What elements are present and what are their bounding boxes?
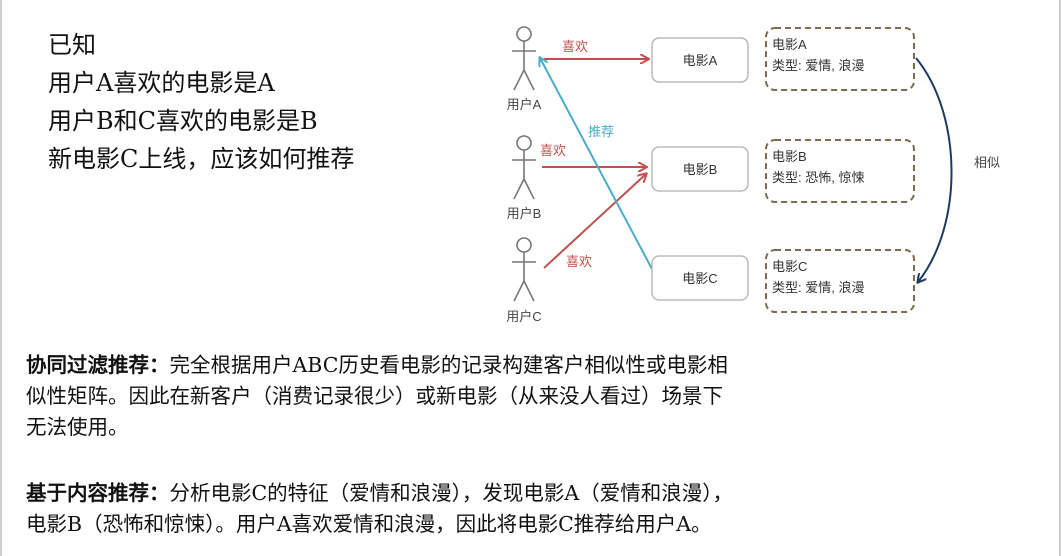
movie-c-detail-type: 类型: 爱情, 浪漫 bbox=[772, 280, 864, 295]
collaborative-filtering-paragraph: 协同过滤推荐：完全根据用户ABC历史看电影的记录构建客户相似性或电影相 似性矩阵… bbox=[26, 350, 728, 443]
cb-title: 基于内容推荐： bbox=[26, 481, 170, 505]
content-based-paragraph: 基于内容推荐：分析电影C的特征（爱情和浪漫），发现电影A（爱情和浪漫）， 电影B… bbox=[26, 478, 733, 540]
intro-line-question: 新电影C上线，应该如何推荐 bbox=[48, 145, 355, 173]
user-a-label: 用户A bbox=[507, 97, 542, 112]
movie-a-label: 电影A bbox=[683, 53, 718, 68]
like-arrow-c bbox=[543, 174, 646, 269]
cb-line-1: 基于内容推荐：分析电影C的特征（爱情和浪漫），发现电影A（爱情和浪漫）， bbox=[26, 478, 733, 509]
movie-b-detail-box bbox=[765, 139, 915, 203]
like-label-b: 喜欢 bbox=[540, 143, 566, 158]
movie-b-detail-type: 类型: 恐怖, 惊悚 bbox=[772, 170, 864, 185]
movie-c-box bbox=[651, 255, 749, 301]
like-label-a: 喜欢 bbox=[562, 39, 588, 54]
similar-label: 相似 bbox=[974, 155, 1000, 170]
intro-text: 已知 用户A喜欢的电影是A 用户B和C喜欢的电影是B 新电影C上线，应该如何推荐 bbox=[48, 26, 354, 178]
cf-line-1: 协同过滤推荐：完全根据用户ABC历史看电影的记录构建客户相似性或电影相 bbox=[26, 350, 728, 381]
cf-line-3: 无法使用。 bbox=[26, 415, 129, 439]
movie-b-box bbox=[651, 146, 749, 192]
recommend-arrow bbox=[540, 58, 653, 270]
movie-b-label: 电影B bbox=[683, 162, 718, 177]
movie-c-detail-box bbox=[765, 249, 915, 313]
recommendation-diagram: 用户A 用户B 用户C 喜欢 喜欢 喜欢 推荐 电 bbox=[492, 14, 1032, 332]
movie-b-detail-name: 电影B bbox=[772, 149, 807, 164]
movie-c-detail-name: 电影C bbox=[772, 259, 807, 274]
cf-title: 协同过滤推荐： bbox=[26, 353, 170, 377]
user-b-label: 用户B bbox=[507, 206, 542, 221]
intro-line-user-bc: 用户B和C喜欢的电影是B bbox=[48, 107, 318, 135]
cb-line-2: 电影B（恐怖和惊悚）。用户A喜欢爱情和浪漫，因此将电影C推荐给用户A。 bbox=[26, 512, 712, 536]
movie-c-label: 电影C bbox=[682, 271, 717, 286]
intro-line-user-a: 用户A喜欢的电影是A bbox=[48, 69, 275, 97]
user-c-icon bbox=[512, 237, 536, 302]
movie-a-box bbox=[651, 37, 749, 83]
intro-line-known: 已知 bbox=[48, 31, 96, 59]
cf-line-2: 似性矩阵。因此在新客户（消费记录很少）或新电影（从来没人看过）场景下 bbox=[26, 384, 723, 408]
user-c-label: 用户C bbox=[506, 309, 541, 324]
movie-a-detail-box bbox=[765, 27, 915, 91]
movie-a-detail-name: 电影A bbox=[772, 37, 807, 52]
user-a-icon bbox=[512, 26, 536, 91]
right-border bbox=[1059, 0, 1061, 556]
movie-a-detail-type: 类型: 爱情, 浪漫 bbox=[772, 58, 864, 73]
like-label-c: 喜欢 bbox=[566, 254, 592, 269]
left-border bbox=[0, 0, 2, 556]
cb-text-1: 分析电影C的特征（爱情和浪漫），发现电影A（爱情和浪漫）， bbox=[169, 481, 734, 505]
similar-arrow bbox=[915, 57, 953, 282]
cf-text-1: 完全根据用户ABC历史看电影的记录构建客户相似性或电影相 bbox=[169, 353, 728, 377]
recommend-label: 推荐 bbox=[588, 124, 614, 139]
user-b-icon bbox=[512, 135, 536, 200]
